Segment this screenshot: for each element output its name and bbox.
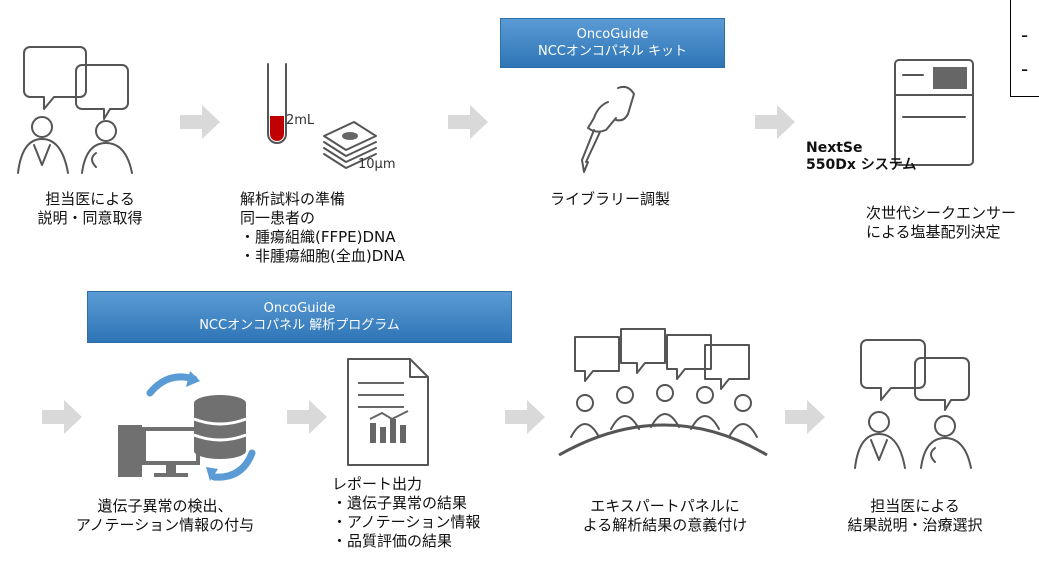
kit-banner-line2: NCCオンコパネル キット xyxy=(537,44,687,59)
step1-line2: 説明・同意取得 xyxy=(37,209,143,227)
tissue-slides-icon xyxy=(323,121,377,169)
consultation-icon xyxy=(17,46,133,174)
sequencer-icon xyxy=(894,59,974,166)
flow-arrow-icon xyxy=(180,105,220,139)
flow-arrow-icon xyxy=(287,400,327,434)
tube-volume-label: 2mL xyxy=(286,113,315,128)
step4-line1: 次世代シークエンサー xyxy=(866,204,1017,222)
step6-bullet1: ・遺伝子異常の結果 xyxy=(332,494,468,512)
device-line2: 550Dx システム xyxy=(806,157,917,173)
step1-line1: 担当医による xyxy=(45,190,135,208)
legend-row2: - xyxy=(1021,57,1029,81)
legend-box: - - xyxy=(1010,0,1039,97)
step2-bullet1: ・腫瘍組織(FFPE)DNA xyxy=(240,228,396,246)
step6-bullet3: ・品質評価の結果 xyxy=(332,532,453,550)
flow-arrow-icon xyxy=(448,105,488,139)
program-banner-line1: OncoGuide xyxy=(263,301,336,316)
step2-title: 解析試料の準備 xyxy=(240,190,346,208)
step3-label: ライブラリー調製 xyxy=(549,190,670,208)
step8-line2: 結果説明・治療選択 xyxy=(847,516,983,534)
step6-bullet2: ・アノテーション情報 xyxy=(332,513,481,531)
result-consultation-icon xyxy=(854,339,972,469)
pipette-icon xyxy=(581,85,635,173)
kit-banner-line1: OncoGuide xyxy=(576,27,649,42)
step5-line1: 遺伝子異常の検出、 xyxy=(97,497,233,515)
flow-arrow-icon xyxy=(42,400,82,434)
program-banner: OncoGuide NCCオンコパネル 解析プログラム xyxy=(87,291,512,343)
computer-database-icon xyxy=(118,371,256,481)
step5-line2: アノテーション情報の付与 xyxy=(75,516,255,534)
step8-line1: 担当医による xyxy=(870,497,960,515)
step7-line1: エキスパートパネルに xyxy=(590,497,740,515)
kit-banner: OncoGuide NCCオンコパネル キット xyxy=(500,18,725,68)
flow-arrow-icon xyxy=(785,400,825,434)
step4-line2: による塩基配列決定 xyxy=(866,223,1001,241)
step2-line2: 同一患者の xyxy=(240,209,316,227)
expert-panel-icon xyxy=(558,328,768,457)
step6-title: レポート出力 xyxy=(332,475,423,493)
program-banner-line2: NCCオンコパネル 解析プログラム xyxy=(199,318,400,333)
flow-arrow-icon xyxy=(755,105,795,139)
report-document-icon xyxy=(347,358,429,466)
sample-tube-icon xyxy=(267,63,287,144)
legend-row1: - xyxy=(1021,23,1029,47)
flow-arrow-icon xyxy=(505,400,545,434)
step2-bullet2: ・非腫瘍細胞(全血)DNA xyxy=(240,247,405,265)
device-line1: NextSe xyxy=(806,140,863,156)
slide-thickness-label: 10μm xyxy=(358,157,396,172)
step7-line2: よる解析結果の意義付け xyxy=(582,516,748,534)
